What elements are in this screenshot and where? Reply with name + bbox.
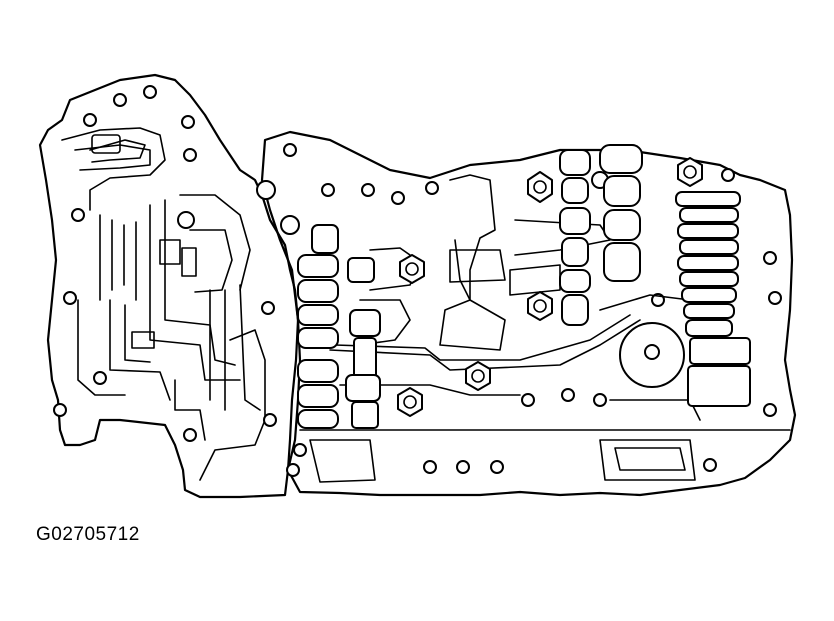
left-plate-holes xyxy=(53,85,300,442)
left-plate-outline xyxy=(38,73,300,499)
right-plate-holes xyxy=(283,143,782,477)
figure-caption: G02705712 xyxy=(36,524,140,545)
hex-bolt xyxy=(527,291,553,321)
hex-bolt xyxy=(527,171,553,203)
hex-bolt xyxy=(399,254,425,284)
left-spool-stack xyxy=(297,224,381,429)
hex-bolt xyxy=(397,387,423,417)
middle-spool-stack xyxy=(559,144,643,326)
right-plate-outline xyxy=(260,130,797,497)
right-spring-stack xyxy=(675,191,751,407)
hex-bolt xyxy=(465,361,491,391)
hex-bolt xyxy=(677,157,703,187)
accumulator-plug xyxy=(619,322,685,388)
hex-bolts xyxy=(397,157,703,417)
right-plate-passages xyxy=(299,174,791,483)
left-plate-passages xyxy=(61,127,266,481)
